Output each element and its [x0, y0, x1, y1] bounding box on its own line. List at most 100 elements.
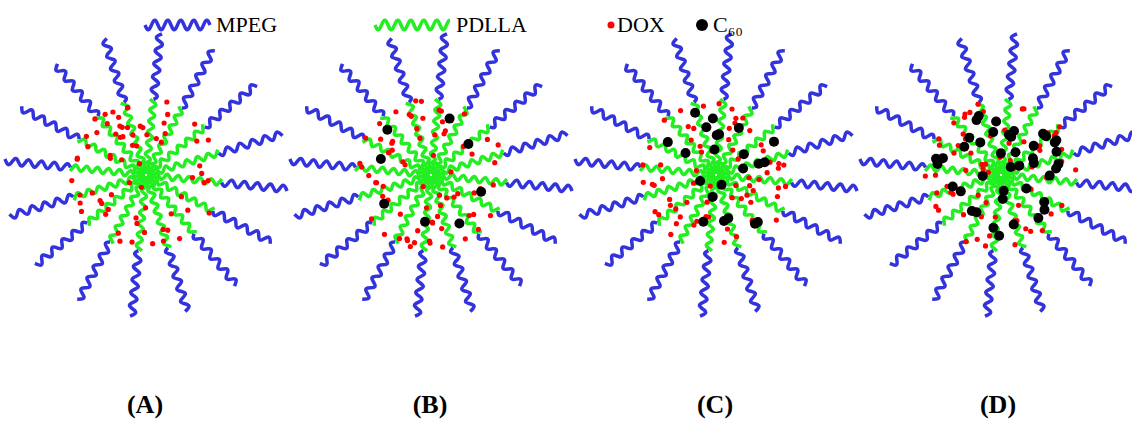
- dox-dot: [765, 170, 770, 175]
- dox-dot: [414, 126, 419, 131]
- dox-dot: [730, 148, 735, 153]
- c60-dot: [717, 180, 727, 190]
- dox-dot: [409, 114, 414, 119]
- dox-dot: [130, 132, 135, 137]
- dox-dot: [761, 148, 766, 153]
- pdlla-chain: [148, 150, 218, 177]
- mpeg-chain: [451, 248, 475, 312]
- mpeg-chain: [320, 222, 372, 265]
- c60-dot: [1052, 147, 1062, 157]
- dox-dot: [492, 160, 497, 165]
- dox-dot: [640, 162, 645, 167]
- c60-dot: [988, 127, 998, 137]
- mpeg-chain: [478, 234, 521, 286]
- dox-dot: [108, 156, 113, 161]
- dox-dot: [133, 215, 138, 220]
- dox-dot: [491, 182, 496, 187]
- dox-dot: [729, 106, 734, 111]
- dox-dot: [99, 201, 104, 206]
- dox-dot: [951, 151, 956, 156]
- dox-dot: [967, 110, 972, 115]
- dox-dot: [109, 192, 114, 197]
- dox-dot: [776, 185, 781, 190]
- dox-dot: [134, 221, 139, 226]
- mpeg-chain: [151, 34, 162, 99]
- dox-dot: [85, 144, 90, 149]
- dox-dot: [968, 150, 973, 155]
- dox-dot: [463, 236, 468, 241]
- dox-dot: [125, 105, 130, 110]
- dox-dot: [733, 183, 738, 188]
- dox-dot: [137, 161, 142, 166]
- dox-dot: [441, 131, 446, 136]
- dox-dot: [962, 115, 967, 120]
- mpeg-chain: [1077, 180, 1132, 191]
- c60-dot: [750, 219, 760, 229]
- dox-dot: [662, 118, 667, 123]
- dox-dot: [951, 120, 956, 125]
- dox-dot: [105, 121, 110, 126]
- dox-dot: [160, 227, 165, 232]
- dox-dot: [488, 213, 493, 218]
- dox-dot: [165, 228, 170, 233]
- mpeg-chain: [865, 195, 929, 219]
- dox-dot: [382, 232, 387, 237]
- dox-dot: [694, 168, 699, 173]
- dox-dot: [744, 193, 749, 198]
- dox-dot: [668, 232, 673, 237]
- mpeg-chain: [467, 51, 500, 108]
- dox-dot: [759, 142, 764, 147]
- mpeg-chain: [1068, 211, 1125, 244]
- dox-dot: [976, 193, 981, 198]
- dox-dot: [1012, 242, 1017, 247]
- dox-dot: [1073, 167, 1078, 172]
- dox-dot: [117, 239, 122, 244]
- dox-dot: [993, 214, 998, 219]
- c60-dot: [996, 148, 1006, 158]
- mpeg-chain: [736, 248, 760, 312]
- mpeg-chain: [1074, 132, 1132, 156]
- micelle: [575, 34, 857, 316]
- mpeg-chain: [193, 234, 236, 286]
- dox-dot: [150, 241, 155, 246]
- legend-label: DOX: [617, 14, 665, 36]
- pdlla-chain: [432, 177, 482, 233]
- dox-dot: [408, 244, 413, 249]
- dox-dot: [393, 109, 398, 114]
- micelle: [5, 34, 287, 316]
- dox-dot: [963, 168, 968, 173]
- c60-dot: [663, 137, 673, 147]
- dox-dot: [163, 131, 168, 136]
- dox-dot: [437, 193, 442, 198]
- mpeg-chain: [592, 106, 649, 139]
- dox-dot: [983, 200, 988, 205]
- mpeg-chain: [205, 85, 257, 128]
- dox-dot: [725, 226, 730, 231]
- dox-dot: [668, 203, 673, 208]
- c60-dot: [994, 231, 1004, 241]
- dox-dot: [647, 145, 652, 150]
- c60-dot: [708, 192, 718, 202]
- dox-dot: [116, 230, 121, 235]
- legend-sample: [375, 20, 450, 30]
- mpeg-chain: [77, 242, 110, 299]
- dox-dot: [963, 239, 968, 244]
- panel-label: (C): [697, 392, 733, 418]
- dox-dot: [439, 226, 444, 231]
- legend-swatch: [608, 22, 615, 29]
- dox-dot: [378, 137, 383, 142]
- dox-dot: [440, 119, 445, 124]
- c60-dot: [932, 159, 942, 169]
- mpeg-chain: [958, 39, 982, 103]
- dox-dot: [1059, 203, 1064, 208]
- micelle: [290, 34, 572, 316]
- dox-dot: [430, 220, 435, 225]
- dox-dot: [975, 237, 980, 242]
- c60-dot: [959, 142, 969, 152]
- dox-dot: [701, 103, 706, 108]
- dox-dot: [976, 102, 981, 107]
- mpeg-chain: [290, 158, 355, 169]
- dox-dot: [689, 137, 694, 142]
- mpeg-chain: [295, 195, 359, 219]
